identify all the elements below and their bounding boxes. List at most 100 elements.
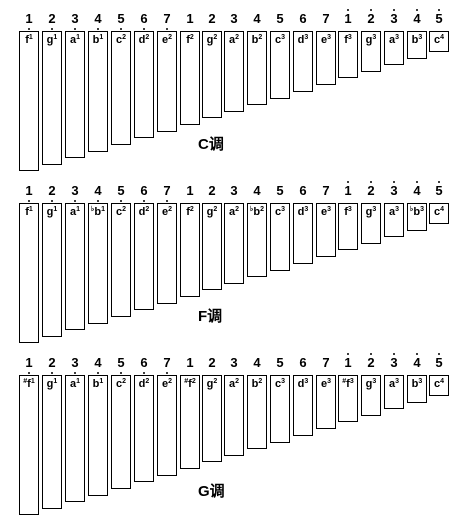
octave-number: 3 — [347, 34, 352, 41]
jianpu-number: 4 — [87, 6, 109, 30]
octave-number: 3 — [372, 378, 377, 385]
xylophone-bar: c4 — [429, 375, 449, 396]
jianpu-number: 3 — [383, 350, 405, 374]
note-letter: a — [228, 378, 236, 390]
xylophone-bar: a3 — [384, 203, 404, 237]
jianpu-number: 5 — [428, 178, 450, 202]
note-letter: g — [46, 378, 54, 390]
octave-number: 3 — [418, 34, 423, 41]
xylophone-bar: c3 — [270, 375, 290, 443]
xylophone-bar: a1 — [65, 31, 85, 158]
octave-number: 2 — [191, 378, 196, 385]
xylophone-bar: a2 — [224, 375, 244, 456]
jianpu-digit: 4 — [253, 182, 261, 198]
bar-note-label: g1 — [43, 378, 61, 390]
jianpu-number: 7 — [156, 350, 178, 374]
bar-note-label: g3 — [362, 206, 380, 218]
bar-note-label: #f2 — [181, 378, 199, 390]
jianpu-digit: 3 — [390, 352, 398, 370]
bar-note-label: b2 — [248, 34, 266, 46]
jianpu-number: 7 — [156, 6, 178, 30]
octave-number: 2 — [168, 34, 173, 41]
octave-number: 2 — [213, 206, 218, 213]
note-letter: b — [92, 34, 100, 46]
jianpu-digit: 2 — [367, 180, 375, 198]
jianpu-number: 6 — [133, 178, 155, 202]
note-letter: c — [433, 378, 441, 390]
note-letter: g — [46, 206, 54, 218]
jianpu-digit: 5 — [276, 354, 284, 370]
xylophone-bar: #f2 — [180, 375, 200, 469]
jianpu-digit: 3 — [71, 10, 79, 30]
bar-note-label: b1 — [89, 34, 107, 46]
jianpu-number: 5 — [428, 350, 450, 374]
octave-number: 3 — [327, 34, 332, 41]
bar-note-label: c4 — [430, 34, 448, 46]
jianpu-digit: 1 — [186, 354, 194, 370]
note-letter: g — [206, 378, 214, 390]
jianpu-number: 1 — [337, 6, 359, 30]
bar-note-label: b2 — [248, 378, 266, 390]
octave-number: 2 — [122, 206, 127, 213]
octave-number: 2 — [189, 206, 194, 213]
octave-number: 2 — [235, 206, 240, 213]
bar-note-label: f1 — [20, 206, 38, 218]
note-letter: f — [186, 206, 190, 218]
note-letter: c — [433, 206, 441, 218]
jianpu-digit: 3 — [390, 8, 398, 26]
jianpu-digit: 3 — [230, 354, 238, 370]
note-letter: f — [344, 206, 348, 218]
octave-number: 2 — [122, 34, 127, 41]
octave-number: 2 — [168, 378, 173, 385]
xylophone-bar: e2 — [157, 375, 177, 476]
bar-note-label: e2 — [158, 206, 176, 218]
jianpu-number: 6 — [292, 178, 314, 202]
bar-note-label: d3 — [294, 206, 312, 218]
jianpu-digit: 2 — [48, 354, 56, 374]
bar-note-label: a3 — [385, 206, 403, 218]
xylophone-bar: e3 — [316, 31, 336, 85]
bar-note-label: f3 — [339, 206, 357, 218]
bar-note-label: a1 — [66, 206, 84, 218]
octave-number: 1 — [30, 378, 35, 385]
note-letter: c — [115, 206, 123, 218]
octave-number: 3 — [304, 378, 309, 385]
octave-number: 2 — [189, 34, 194, 41]
xylophone-bar: f2 — [180, 31, 200, 125]
octave-number: 2 — [122, 378, 127, 385]
jianpu-digit: 3 — [71, 354, 79, 374]
xylophone-bar: b1 — [88, 375, 108, 496]
jianpu-number: 1 — [337, 350, 359, 374]
jianpu-number: 4 — [406, 6, 428, 30]
jianpu-digit: 4 — [94, 354, 102, 374]
octave-number: 1 — [76, 34, 81, 41]
jianpu-digit: 1 — [344, 352, 352, 370]
octave-number: 1 — [76, 378, 81, 385]
xylophone-bar: g2 — [202, 31, 222, 118]
xylophone-bar: ♭b1 — [88, 203, 108, 324]
octave-number: 1 — [101, 206, 105, 213]
jianpu-digit: 3 — [230, 10, 238, 26]
xylophone-bar: b3 — [407, 31, 427, 59]
note-letter: e — [161, 378, 169, 390]
xylophone-bar: g2 — [202, 203, 222, 290]
bar-note-label: g2 — [203, 34, 221, 46]
xylophone-bar: #f1 — [19, 375, 39, 515]
octave-number: 3 — [327, 206, 332, 213]
xylophone-bar: b3 — [407, 375, 427, 403]
jianpu-digit: 6 — [140, 10, 148, 30]
octave-number: 3 — [304, 34, 309, 41]
jianpu-digit: 1 — [25, 354, 33, 374]
jianpu-number: 4 — [87, 350, 109, 374]
bar-note-label: d3 — [294, 378, 312, 390]
jianpu-digit: 2 — [208, 354, 216, 370]
octave-number: 1 — [99, 34, 104, 41]
xylophone-bar: g3 — [361, 31, 381, 72]
xylophone-bar: d2 — [134, 375, 154, 482]
jianpu-number: 3 — [64, 350, 86, 374]
octave-number: 2 — [235, 378, 240, 385]
xylophone-bar: b2 — [247, 31, 267, 105]
xylophone-bar: a2 — [224, 31, 244, 112]
octave-number: 3 — [418, 378, 423, 385]
